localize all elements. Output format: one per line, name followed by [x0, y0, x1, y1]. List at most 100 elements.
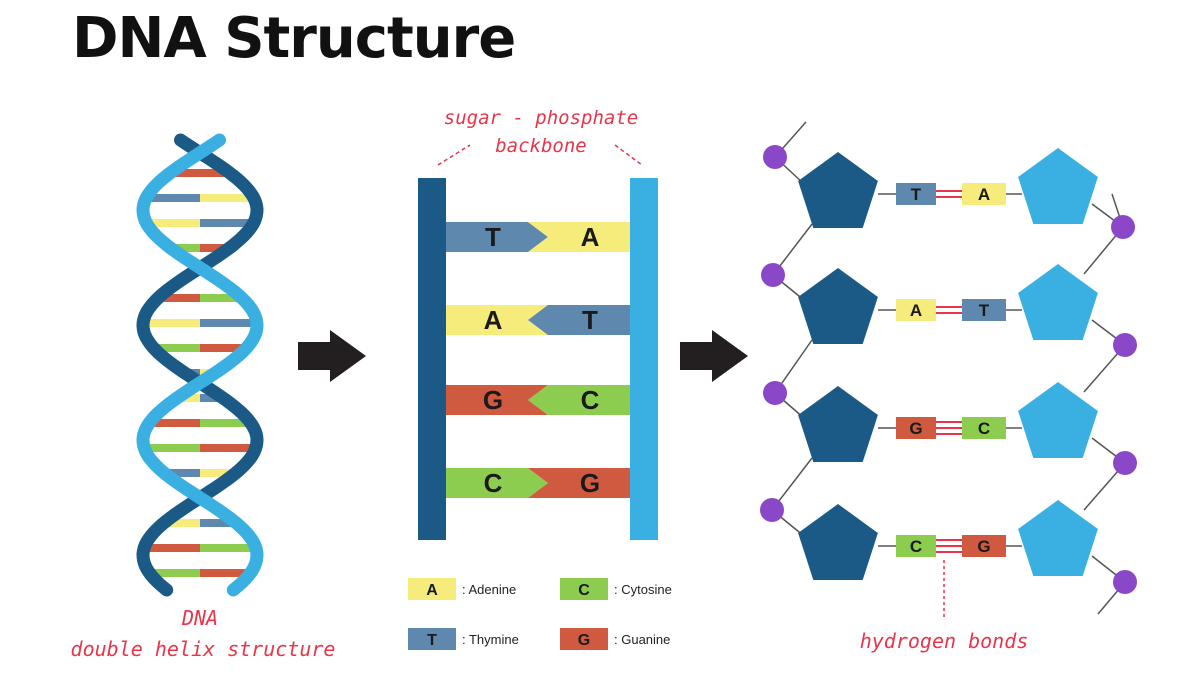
helix-rung-thymine [146, 194, 200, 202]
helix-rung-cytosine [170, 244, 200, 252]
helix-rung-guanine [200, 569, 251, 577]
ladder-base-guanine [528, 468, 630, 498]
legend-swatch-cytosine [560, 578, 608, 600]
base-letter: A [910, 301, 922, 320]
backbone-label-line2: backbone [495, 135, 587, 157]
legend-letter: G [578, 632, 590, 649]
sugar-pentagon-right [1018, 500, 1098, 576]
legend-label-guanine: : Guanine [614, 632, 670, 647]
base-letter: T [911, 185, 922, 204]
base-letter: G [977, 537, 990, 556]
helix-rung-cytosine [153, 344, 200, 352]
helix-rung-adenine [146, 219, 200, 227]
phosphate-circle [1111, 215, 1135, 239]
base-letter: C [978, 419, 990, 438]
helix-rung-adenine [163, 519, 200, 527]
sugar-pentagon-left [798, 152, 878, 228]
helix-rung-guanine [149, 419, 200, 427]
helix-label-line2: double helix structure [71, 637, 336, 661]
helix-rung-guanine [200, 444, 256, 452]
helix-rung-adenine [200, 469, 236, 477]
ladder-base-cytosine [528, 385, 630, 415]
legend-label-thymine: : Thymine [462, 632, 519, 647]
backbone-right [630, 178, 658, 540]
sugar-pentagon-right [1018, 264, 1098, 340]
ladder-letter: G [483, 385, 503, 415]
sugar-phosphate-units: T A A T G C C G [760, 145, 1137, 594]
base-thymine [962, 299, 1006, 321]
phosphate-circle [1113, 451, 1137, 475]
phosphate-circle [1113, 333, 1137, 357]
sugar-pentagon-left [798, 504, 878, 580]
helix-rung-cytosine [200, 544, 256, 552]
ladder-base-guanine [446, 385, 548, 415]
base-adenine [896, 299, 936, 321]
base-guanine [962, 535, 1006, 557]
legend-swatch-thymine [408, 628, 456, 650]
legend-letter: A [426, 582, 438, 599]
ladder-base-cytosine [446, 468, 548, 498]
phosphate-circle [1113, 570, 1137, 594]
sugar-pentagon-left [798, 268, 878, 344]
backbone-pointer-left [437, 144, 471, 166]
legend-label-cytosine: : Cytosine [614, 582, 672, 597]
base-cytosine [896, 535, 936, 557]
base-guanine [896, 417, 936, 439]
legend-letter: C [578, 582, 590, 599]
helix-rung-thymine [200, 319, 257, 327]
double-helix-panel: DNA double helix structure [71, 133, 336, 661]
molecular-structure-panel: T A A T G C C G hydrogen bonds [760, 121, 1137, 653]
helix-rung-cytosine [200, 419, 251, 427]
ladder-letter: G [580, 468, 600, 498]
helix-rung-adenine [143, 319, 200, 327]
ladder-letter: C [581, 385, 600, 415]
helix-rung-adenine [200, 194, 254, 202]
ladder-base-thymine [528, 305, 630, 335]
phosphate-circle [761, 263, 785, 287]
ladder-letter: A [581, 222, 600, 252]
base-letter: G [909, 419, 922, 438]
helix-rung-guanine [170, 169, 200, 177]
sugar-pentagon-right [1018, 382, 1098, 458]
helix-rung-cytosine [144, 444, 200, 452]
helix-rung-thymine [200, 219, 254, 227]
ladder-base-thymine [446, 222, 548, 252]
helix-rung-guanine [200, 344, 247, 352]
base-thymine [896, 183, 936, 205]
ladder-letter: C [484, 468, 503, 498]
base-cytosine [962, 417, 1006, 439]
base-letter: T [979, 301, 990, 320]
sugar-pentagon-left [798, 386, 878, 462]
helix-strand-dark [136, 133, 264, 597]
base-letter: A [978, 185, 990, 204]
ladder-letter: A [484, 305, 503, 335]
ladder-base-adenine [528, 222, 630, 252]
helix-rung-cytosine [200, 294, 242, 302]
legend-swatch-guanine [560, 628, 608, 650]
helix-base-pairs [143, 169, 257, 577]
hydrogen-bonds-label: hydrogen bonds [860, 629, 1029, 653]
ladder-base-adenine [446, 305, 548, 335]
backbone-left [418, 178, 446, 540]
phosphate-circle [763, 381, 787, 405]
helix-rung-guanine [200, 169, 230, 177]
helix-rung-cytosine [149, 569, 200, 577]
helix-rung-thymine [164, 469, 200, 477]
phosphate-circle [763, 145, 787, 169]
base-letter: C [910, 537, 922, 556]
page-title: DNA Structure [72, 6, 516, 71]
backbone-label-line1: sugar - phosphate [444, 107, 638, 129]
ladder-letter: T [582, 305, 598, 335]
legend-label-adenine: : Adenine [462, 582, 516, 597]
phosphate-circle [760, 498, 784, 522]
sugar-pentagon-right [1018, 148, 1098, 224]
helix-rung-guanine [200, 244, 230, 252]
helix-strand-light [136, 133, 264, 597]
base-adenine [962, 183, 1006, 205]
legend-swatch-adenine [408, 578, 456, 600]
helix-label-line1: DNA [181, 606, 218, 630]
right-arrow-icon [298, 330, 366, 382]
